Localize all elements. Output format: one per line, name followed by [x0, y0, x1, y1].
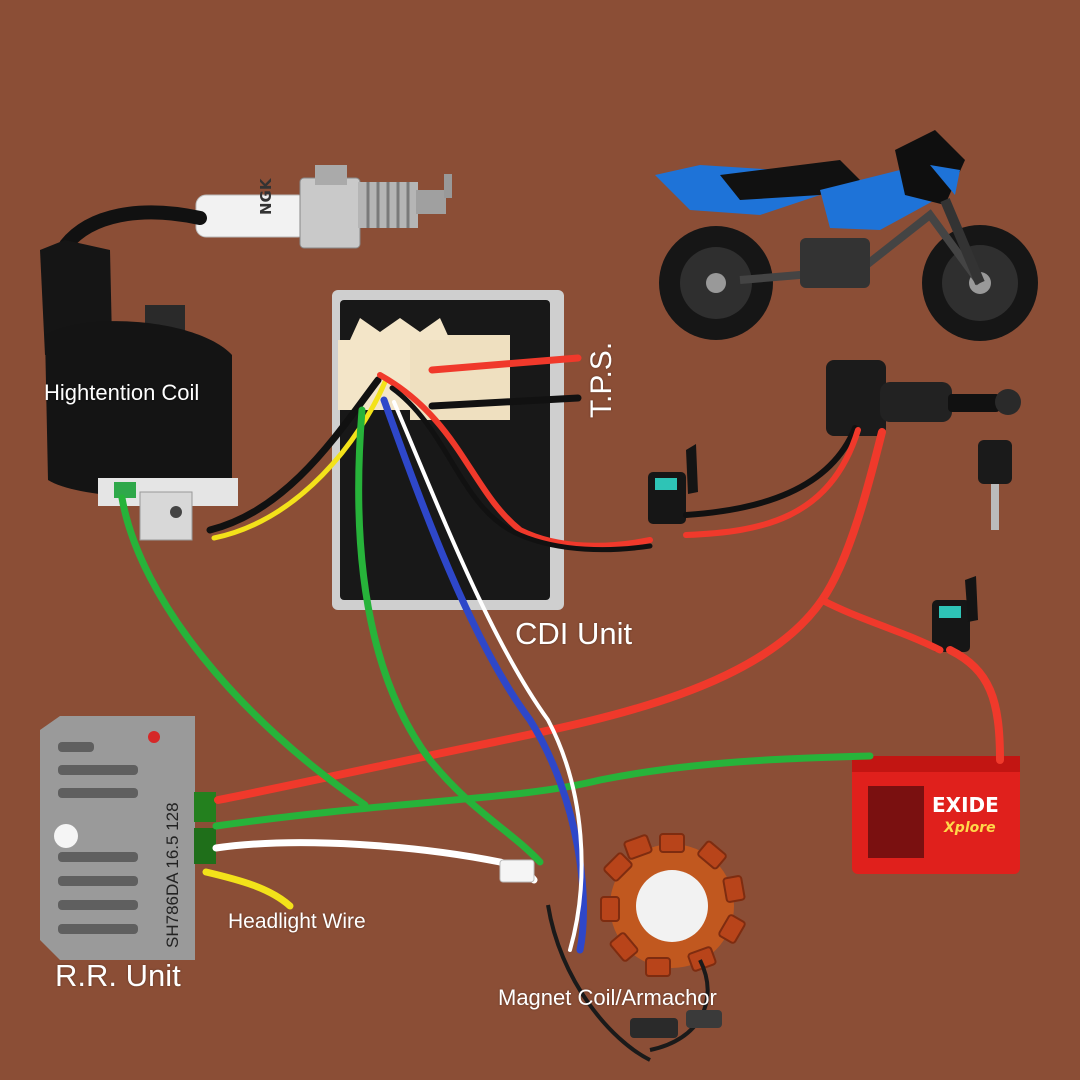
- label-hightention-coil: Hightention Coil: [44, 380, 200, 405]
- label-tps: T.P.S.: [585, 341, 618, 418]
- label-cdi-unit: CDI Unit: [515, 616, 633, 651]
- battery-brand: EXIDE: [932, 793, 999, 817]
- high-tension-coil: [40, 205, 238, 541]
- label-rr-unit: R.R. Unit: [55, 958, 181, 993]
- spark-plug: NGK: [195, 165, 452, 249]
- magnet-coil-stator: [546, 833, 746, 1062]
- battery: EXIDE Xplore: [852, 756, 1020, 874]
- battery-sub: Xplore: [943, 820, 996, 836]
- fuse-holder-top: [648, 444, 698, 524]
- label-magnet-coil: Magnet Coil/Armachor: [498, 985, 717, 1010]
- ignition-switch: [826, 360, 1021, 530]
- wires: [118, 354, 1004, 954]
- rr-unit: SH786DA 16.5 128: [40, 716, 216, 960]
- plug-text: NGK: [257, 177, 275, 215]
- rr-part-text: SH786DA 16.5 128: [163, 802, 182, 948]
- fuse-holder-right: [932, 576, 978, 652]
- motorcycle-image: [655, 130, 1038, 341]
- label-headlight-wire: Headlight Wire: [228, 910, 366, 933]
